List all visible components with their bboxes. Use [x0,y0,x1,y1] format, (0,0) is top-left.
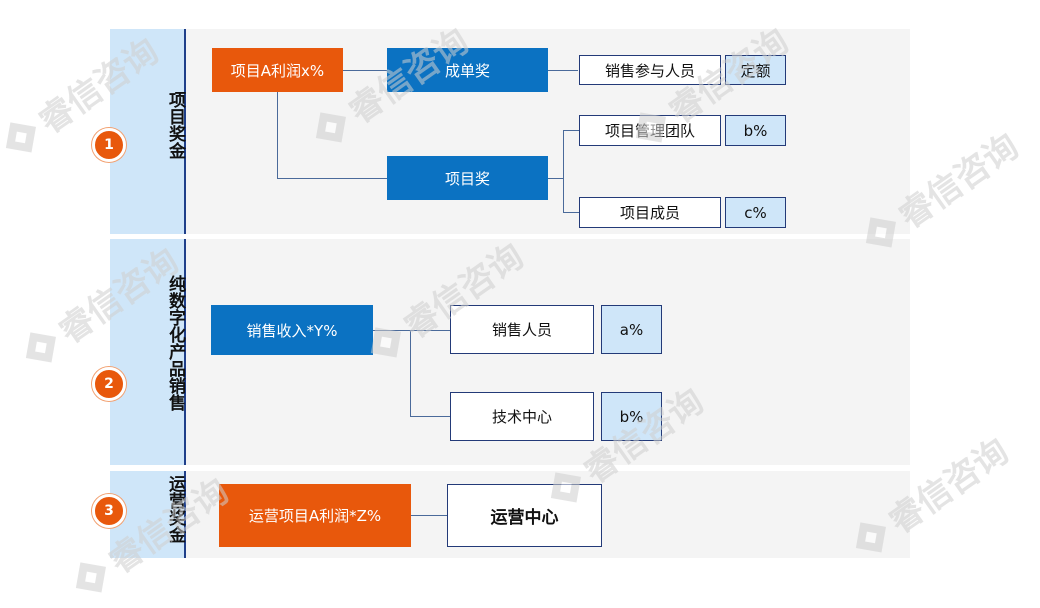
connector [563,130,579,131]
percent-b-box: b% [725,115,786,146]
watermark-logo-icon [75,561,106,593]
watermark-logo-icon [25,331,56,363]
sales-revenue-box: 销售收入*Y% [211,305,373,355]
percent-c-box: c% [725,197,786,228]
section-1-title: 项目奖金 [165,91,185,159]
section-3-number-badge: 3 [92,494,126,528]
percent-b-box-2: b% [601,392,662,441]
connector [563,212,579,213]
operations-center-box: 运营中心 [447,484,602,547]
deal-bonus-box: 成单奖 [387,48,548,92]
section-2-sidebar: 纯数字化产品销售 [110,239,186,465]
watermark-logo-icon [5,121,36,153]
sales-participants-box: 销售参与人员 [579,55,721,85]
connector [548,70,578,71]
connector [373,330,450,331]
section-1-number-badge: 1 [92,128,126,162]
project-management-team-box: 项目管理团队 [579,115,721,146]
connector [548,178,564,179]
section-2-number-badge: 2 [92,367,126,401]
section-3-title: 运营奖金 [165,475,185,543]
connector [563,130,564,213]
section-2-title: 纯数字化产品销售 [165,275,185,411]
connector [343,70,387,71]
connector [411,515,447,516]
operations-profit-box: 运营项目A利润*Z% [219,484,411,547]
connector [277,178,387,179]
percent-a-box: a% [601,305,662,354]
connector [410,330,411,416]
sales-staff-box: 销售人员 [450,305,594,354]
connector [410,416,450,417]
section-1-sidebar: 项目奖金 [110,29,186,234]
project-members-box: 项目成员 [579,197,721,228]
project-bonus-box: 项目奖 [387,156,548,200]
project-profit-box: 项目A利润x% [212,48,343,92]
connector [277,92,278,178]
tech-center-box: 技术中心 [450,392,594,441]
fixed-amount-box: 定额 [725,55,786,85]
